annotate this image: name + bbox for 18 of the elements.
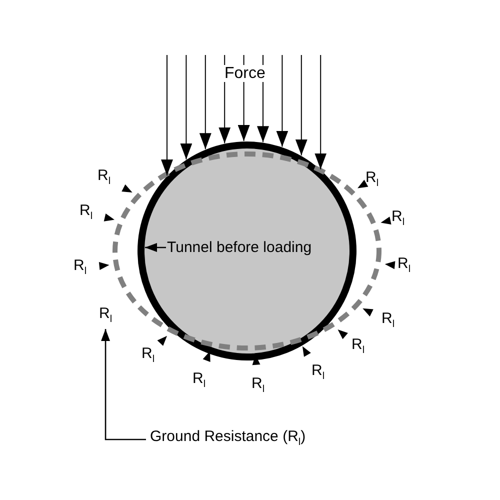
resistance-label: R$_{l}$ bbox=[392, 208, 405, 230]
tunnel-label: Tunnel before loading bbox=[167, 239, 312, 256]
force-label: Force bbox=[222, 64, 268, 82]
resistance-label: R$_{l}$ bbox=[398, 254, 411, 276]
resistance-label: R$_{l}$ bbox=[312, 362, 325, 384]
leader-arrow bbox=[145, 243, 166, 252]
resistance-label: R$_{l}$ bbox=[99, 305, 112, 328]
resistance-label: R$_{l}$ bbox=[352, 336, 365, 358]
resistance-label: R$_{l}$ bbox=[382, 310, 395, 332]
leader-line bbox=[101, 329, 146, 440]
resistance-label: R$_{l}$ bbox=[142, 344, 155, 366]
resistance-label: R$_{l}$ bbox=[252, 374, 265, 396]
resistance-label: R$_{l}$ bbox=[98, 166, 111, 188]
resistance-label: R$_{l}$ bbox=[192, 370, 206, 392]
resistance-label: R$_{l}$ bbox=[80, 202, 93, 224]
resistance-label: R$_{l}$ bbox=[366, 168, 379, 190]
callout-text: Ground Resistance (R$_{l}$) bbox=[150, 428, 306, 451]
resistance-label: R$_{l}$ bbox=[74, 256, 87, 278]
